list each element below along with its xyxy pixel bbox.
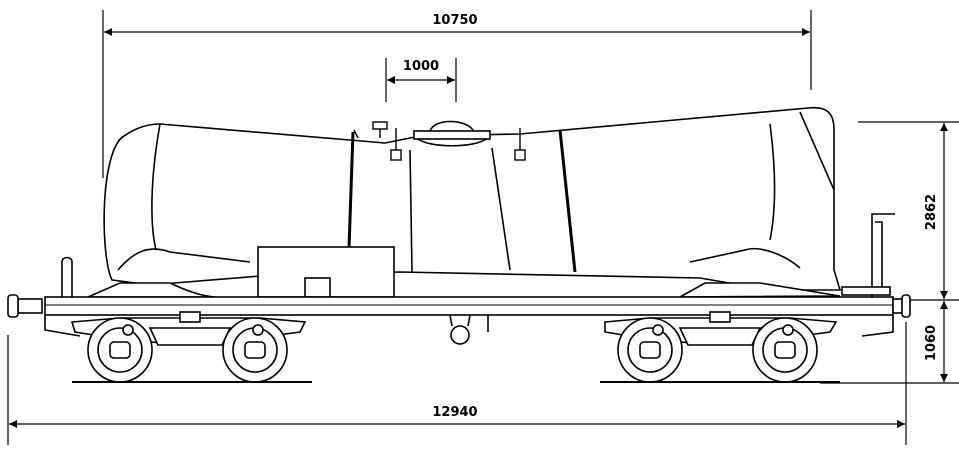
side-bearing [252,324,264,336]
bolster [678,327,762,346]
dimension-label-overall-length: 12940 [432,405,477,420]
tank-end-cap [799,111,835,191]
tank-outline [103,106,842,291]
ladder-right [871,213,895,297]
dimension-label-tank-height: 2862 [924,194,939,230]
axle-box [109,341,131,359]
dimension-dome-width: 1000 [385,58,457,102]
tank-band-left [347,131,355,249]
brake-reservoir [450,325,470,345]
left-saddle [87,282,216,298]
right-saddle-curve [689,248,801,269]
tank-band-right [558,129,577,273]
valve-stem [353,129,359,139]
end-sill-left [44,315,81,337]
dimension-overall-length: 12940 [7,322,907,445]
left-saddle-curve [117,248,251,271]
side-bearing [122,324,134,336]
tank-center-section [409,149,413,273]
top-fittings [353,121,526,161]
axle-box [244,341,266,359]
brake-hanger [449,314,471,327]
side-bearing [782,324,794,336]
end-platform [841,286,891,296]
dimension-deck-height: 1060 [820,301,959,384]
buffer-right-head [901,294,911,318]
axle-box [774,341,796,359]
dome-neck [417,138,487,147]
dimension-tank-length: 10750 [102,10,812,178]
bogie-right [600,311,840,383]
side-bearing [652,324,664,336]
tank-dome [413,120,491,147]
bogie-left [70,311,312,383]
handrail-left [61,256,73,297]
center-plate [179,311,201,323]
tank-left-head [151,123,161,251]
dimension-label-deck-height: 1060 [924,325,939,361]
saddle-supports [87,282,841,298]
tank-right-head [769,123,776,241]
center-plate [709,311,731,323]
dimension-tank-height: 2862 [858,121,959,301]
equipment-box [257,246,395,298]
underframe [7,213,911,345]
ladder-rail [875,221,883,290]
tank-body [103,106,842,291]
end-sill-right [861,315,894,337]
bolster [148,327,232,346]
dimension-label-dome-width: 1000 [403,59,439,74]
buffer-left-head [7,294,19,318]
tank-center-section-right [491,147,511,271]
buffer-left-plunger [17,298,43,314]
dimension-label-tank-length: 10750 [432,13,477,28]
valve-body-left [390,149,402,161]
valve-body-right [514,149,526,161]
center-sill [44,296,894,316]
safety-valve-left [372,121,388,130]
cabinet-door [304,277,331,298]
dome-collar [413,130,491,140]
axle-box [639,341,661,359]
